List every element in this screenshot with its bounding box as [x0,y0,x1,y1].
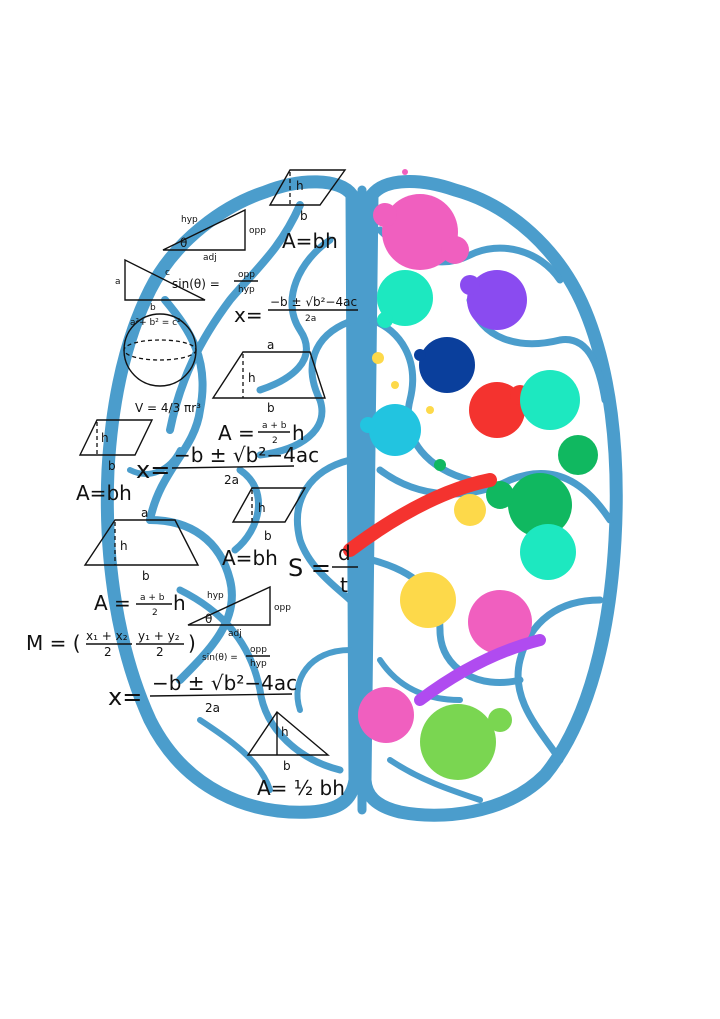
cyan-splat [360,404,421,456]
formula-area-parallelogram-3: A=bh [222,546,278,570]
label-h: h [101,431,109,445]
formula-quadratic-2-num: −b ± √b²−4ac [174,443,319,467]
formula-sine-2-den: hyp [250,659,267,669]
formula-triangle-area: A= ½ bh [257,776,345,800]
label-b: b [300,209,308,223]
formula-quadratic-3-den: 2a [205,701,220,715]
label-hyp: hyp [207,591,224,601]
label-b: b [283,759,291,773]
label-hyp: hyp [181,215,198,225]
formula-sine-2: sin(θ) = [202,653,238,663]
lime-splat [420,704,512,780]
formula-quadratic-2-lhs: x= [136,456,170,484]
formula-sine: sin(θ) = [172,277,220,291]
formula-area-parallelogram-2: A=bh [76,481,132,505]
paint-splats [343,169,598,780]
label-h: h [296,179,304,193]
formula-trapezoid-den: 2 [272,436,278,446]
pink-splat-3 [358,687,414,743]
formula-trapezoid-lhs: A = [218,421,255,445]
formula-midpoint-x-num: x₁ + x₂ [86,629,128,643]
formula-sine-num: opp [238,270,255,280]
label-h: h [258,501,266,515]
label-h: h [120,539,128,553]
label-b: b [108,459,116,473]
label-adj: adj [203,253,217,263]
formula-sine-2-num: opp [250,645,267,655]
brain-outline [100,175,623,822]
pink-splat [373,169,469,270]
formula-pythagoras: a²+ b² = c² [130,318,181,328]
red-splat [469,382,530,438]
formula-midpoint-x-den: 2 [104,645,112,659]
formula-trapezoid-2-h: h [173,591,186,615]
label-c: c [165,268,170,278]
yellow-dots [372,352,486,526]
label-a: a [267,338,274,352]
formula-trapezoid-num: a + b [262,421,287,431]
label-b: b [150,303,156,313]
label-theta: θ [205,612,212,626]
formula-sphere-volume: V = 4/3 πr³ [135,401,201,415]
formula-trapezoid-2-lhs: A = [94,591,131,615]
formula-trapezoid-2-num: a + b [140,593,165,603]
formula-quadratic-3-num: −b ± √b²−4ac [152,671,297,695]
label-opp: opp [274,603,291,613]
formula-area-parallelogram: A=bh [282,229,338,253]
formula-midpoint-y-num: y₁ + y₂ [138,629,180,643]
formula-midpoint-y-den: 2 [156,645,164,659]
label-b: b [142,569,150,583]
label-adj: adj [228,629,242,639]
label-b: b [264,529,272,543]
green-splat [434,435,598,537]
formulas: h b A=bh hyp opp adj θ a c b sin(θ) = op… [26,179,358,800]
formula-midpoint-rhs: ) [188,631,196,655]
formula-quadratic-2-den: 2a [224,473,239,487]
label-opp: opp [249,226,266,236]
formula-midpoint-lhs: M = ( [26,631,81,655]
red-streak [343,473,497,557]
formula-speed-lhs: S = [288,554,331,582]
formula-quadratic-den: 2a [305,314,316,324]
formula-quadratic-3-lhs: x= [108,683,142,711]
formula-quadratic-lhs: x= [234,303,263,327]
label-theta: θ [180,236,187,250]
mint-splat [377,270,433,328]
turquoise-splat [520,370,580,430]
formula-speed-num: d [338,541,351,565]
label-a: a [141,506,148,520]
label-h: h [281,725,289,739]
label-a: a [115,277,121,287]
label-b: b [267,401,275,415]
formula-trapezoid-h: h [292,421,305,445]
purple-splat [460,270,527,330]
formula-quadratic-num: −b ± √b²−4ac [270,295,357,309]
geometry-sketches [78,169,347,756]
pink-splat-2 [468,590,532,654]
label-h: h [248,371,256,385]
purple-streak [414,634,546,706]
navy-splat [414,337,475,393]
formula-trapezoid-2-den: 2 [152,608,158,618]
turquoise-splat-2 [520,524,576,580]
yellow-splat [400,572,456,628]
formula-sine-den: hyp [238,285,255,295]
formula-speed-den: t [340,573,348,597]
